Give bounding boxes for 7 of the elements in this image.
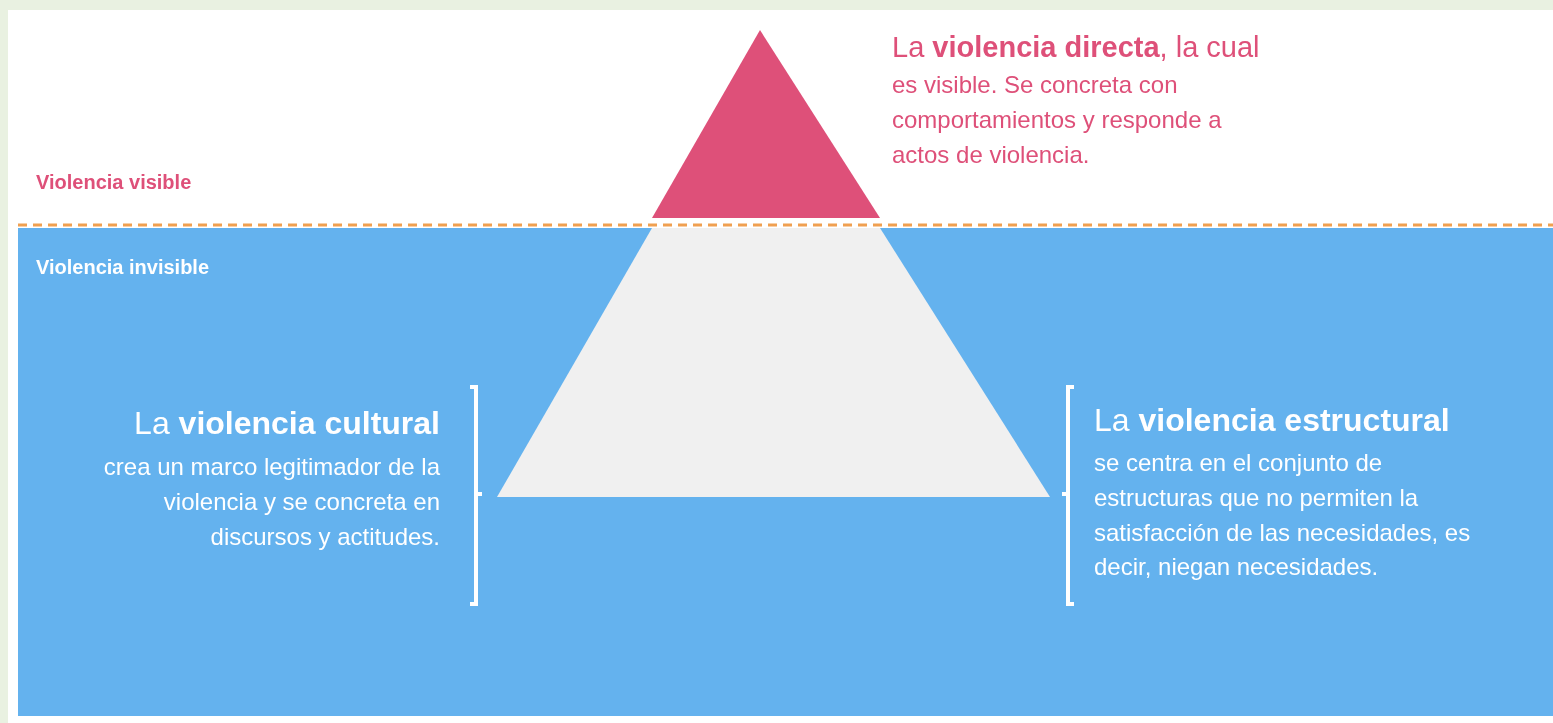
description-text: crea un marco legitimador de la violencia y se concreta en discursos y actitudes. bbox=[102, 452, 440, 552]
zone-label: Violencia invisible bbox=[36, 255, 211, 280]
heading: La violencia estructural bbox=[1094, 401, 1451, 440]
description-text: La violencia directa, la cual es visible. Se concreta con comportamientos y responde a actos de violencia. bbox=[892, 30, 1261, 170]
heading: La violencia cultural bbox=[133, 404, 440, 443]
description-text: se centra en el conjunto de estructuras que no permiten la satisfacción de las necesidades, es decir, niegan necesidades. bbox=[1094, 448, 1472, 583]
zone-label: Violencia visible bbox=[36, 170, 193, 195]
